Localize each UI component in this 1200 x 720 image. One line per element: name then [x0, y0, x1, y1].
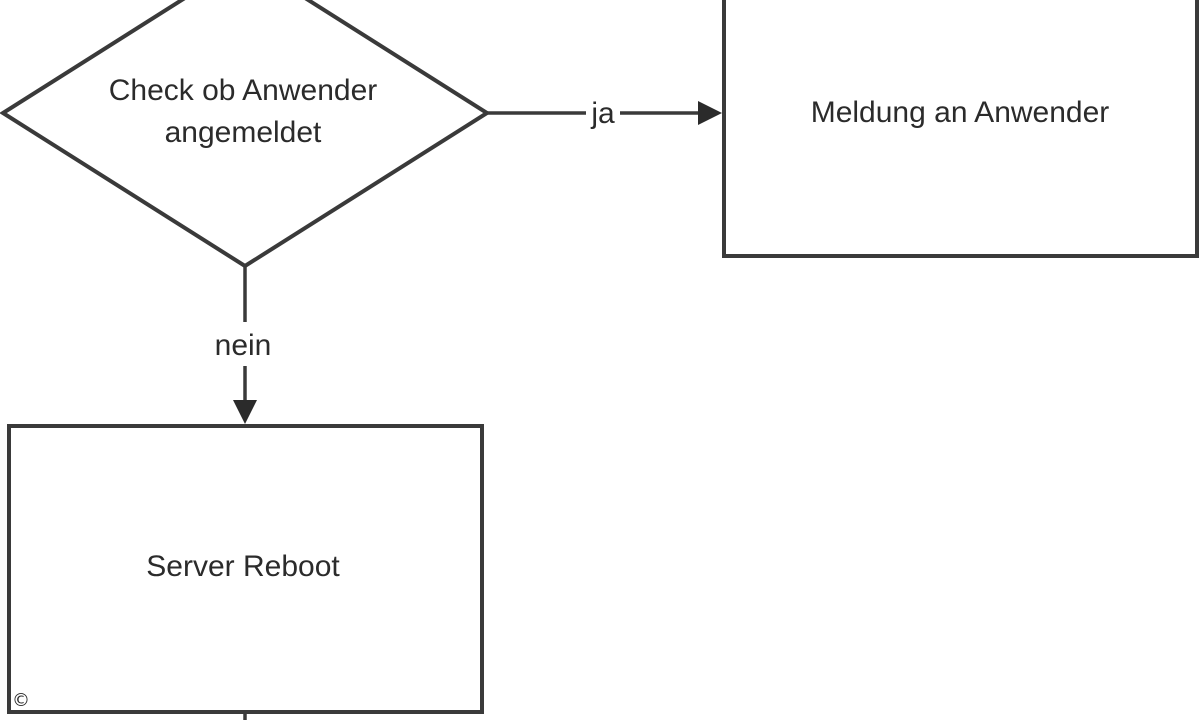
decision-label-line-2: angemeldet — [165, 116, 322, 149]
edge-no-arrowhead — [233, 400, 257, 424]
decision-node-check-login: Check ob Anwender angemeldet — [0, 0, 491, 269]
process-node-server-reboot: Server Reboot — [7, 424, 484, 714]
copyright-mark: © — [12, 690, 30, 711]
process-box-message-user — [722, 0, 1199, 258]
edge-yes: ja — [487, 97, 722, 130]
decision-label-line-1: Check ob Anwender — [109, 74, 378, 107]
process-label-message-user: Meldung an Anwender — [811, 96, 1110, 129]
edge-yes-arrowhead — [698, 101, 722, 125]
process-label-server-reboot: Server Reboot — [146, 550, 340, 583]
edge-no-label: nein — [215, 329, 272, 362]
process-node-message-user: Meldung an Anwender — [722, 0, 1199, 258]
edge-yes-label: ja — [590, 97, 615, 130]
process-box-server-reboot — [7, 424, 484, 714]
edge-no: nein — [215, 266, 272, 424]
